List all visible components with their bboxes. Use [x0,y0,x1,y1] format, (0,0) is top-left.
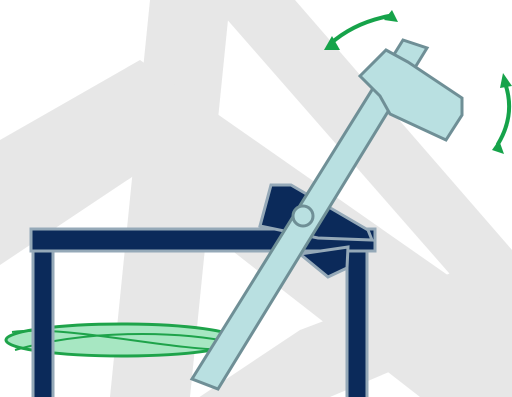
lever-arm [189,38,464,391]
double-arrow-curved-icon [324,10,398,50]
double-arrow-curved-icon [492,73,512,154]
pivot-pin [291,204,315,228]
